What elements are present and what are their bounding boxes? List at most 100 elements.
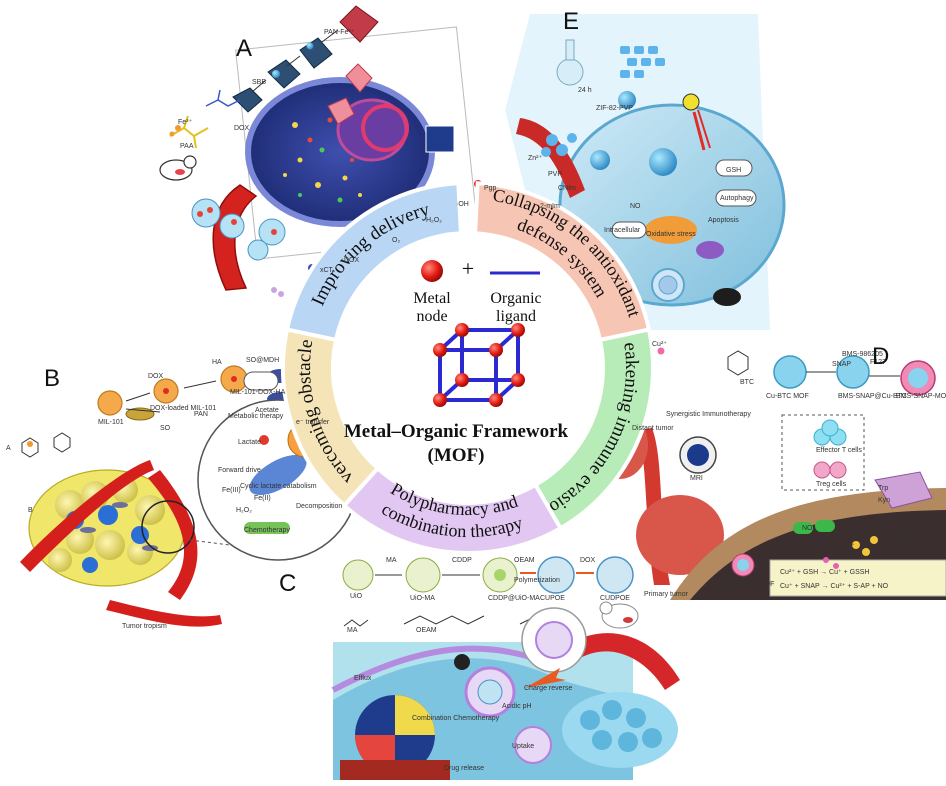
panel-e-label: Oxidative stress xyxy=(646,231,696,238)
panel-a-label: DOX xyxy=(234,125,250,132)
panel-e-label: GSH xyxy=(726,167,741,174)
panel-b-label: DOX xyxy=(148,373,164,380)
panel-c-label: Charge reverse xyxy=(524,685,572,692)
panel-b-label: Fe(II) xyxy=(254,495,271,502)
panel-d-label: NO xyxy=(802,525,813,532)
panel-d-label: BTC xyxy=(740,379,754,386)
panel-c-label: OEAM xyxy=(416,627,437,634)
panel-d-label: Cu⁺ xyxy=(842,543,855,550)
panel-d-label: Effector T cells xyxy=(816,447,862,454)
panel-d-label: F127 xyxy=(870,359,886,366)
panel-d-label: Synergistic Immunotherapy xyxy=(666,411,751,418)
panel-c-label: OEAM xyxy=(514,557,535,564)
panel-b-label: Tumor tropism xyxy=(122,623,167,630)
panel-b-label: DOX-loaded MIL-101 xyxy=(150,405,216,412)
panel-e-label: 24 h xyxy=(578,87,592,94)
ring-segment xyxy=(284,181,464,343)
panel-c-label: CDDP xyxy=(452,557,472,564)
panel-d-label: Kyn xyxy=(878,497,890,504)
panel-label-e: E xyxy=(563,8,580,35)
panel-b-label: H₂O₂ xyxy=(236,507,252,514)
panel-b-label: Metabolic therapy xyxy=(228,413,284,420)
panel-b-label: Chemotherapy xyxy=(244,527,290,534)
panel-b-label: HA xyxy=(212,359,222,366)
panel-d-label: IDO inhibition xyxy=(878,535,920,542)
panel-a-label: PAA xyxy=(180,143,194,150)
panel-c-label: DOX xyxy=(580,557,596,564)
panel-b-label: Acetate xyxy=(255,407,279,414)
panel-c-label: CUPOE xyxy=(540,595,565,602)
panel-label-a: A xyxy=(236,35,253,62)
panel-label-b: B xyxy=(44,365,61,392)
panel-b-label: MIL-101 xyxy=(98,419,124,426)
metal-node-icon xyxy=(421,260,443,282)
ring-center-disc xyxy=(335,235,601,501)
panel-b-label: Lactate xyxy=(238,439,261,446)
panel-a-label: O₂ xyxy=(392,237,400,244)
panel-d-label: Cu²⁺ + GSH → Cu⁺ + GSSH xyxy=(780,569,869,576)
panel-a-label: xCT xyxy=(320,267,334,274)
panel-c-label: CUDPOE xyxy=(600,595,630,602)
organic-ligand-label-l2: ligand xyxy=(496,308,536,325)
panel-a-label: DOX xyxy=(344,257,360,264)
panel-c-label: CDDP@UiO-MA xyxy=(488,595,540,602)
panel-a-label: H₂O₂ xyxy=(426,217,442,224)
panel-d-label: MRI xyxy=(690,475,703,482)
panel-d-label: Treg cells xyxy=(816,481,847,488)
panel-d-label: SNAP xyxy=(832,361,851,368)
mof-title-line2: (MOF) xyxy=(427,445,485,466)
metal-node-label: Metal node xyxy=(400,290,464,326)
organic-ligand-label-l1: Organic xyxy=(490,290,542,307)
panel-b-label: MIL-101-DOX-HA xyxy=(230,389,286,396)
panel-label-c: C xyxy=(279,570,297,597)
panel-d-label: BMS-SNAP-MOF xyxy=(896,393,946,400)
panel-b-label: PAN xyxy=(194,411,208,418)
panel-c-label: Uptake xyxy=(512,743,534,750)
ring-segment xyxy=(281,327,381,509)
mof-title-line1: Metal–Organic Framework xyxy=(343,421,569,442)
panel-a-label: Pgp xyxy=(484,185,497,192)
panel-b-label: SO xyxy=(160,425,171,432)
panel-e-label: Apoptosis xyxy=(708,217,739,224)
panel-d-label: BMS-SNAP@Cu-BTC xyxy=(838,393,907,400)
panel-label-d: D xyxy=(872,343,890,370)
panel-b-illustration xyxy=(20,365,359,627)
panel-c-illustration xyxy=(331,556,680,780)
panel-e-label: NO xyxy=(630,203,641,210)
panel-d-label: BMS-986205 xyxy=(842,351,883,358)
panel-c-label: UiO-MA xyxy=(410,595,435,602)
panel-a-label: ·OH xyxy=(456,201,469,208)
panel-d-label: Cu²⁺ xyxy=(652,341,667,348)
panel-a-illustration xyxy=(159,5,482,297)
panel-small-labels: Fe³⁺PAADOXSBBPAN-Fe³⁺DOXO₂H₂O₂·OHPgpxCTM… xyxy=(6,29,946,772)
panel-e-label: Zn²⁺ xyxy=(528,155,543,162)
panel-b-label: Cyclic lactate catabolism xyxy=(240,483,317,490)
panel-e-label: Autophagy xyxy=(720,195,754,202)
panel-b-label: A xyxy=(6,445,11,452)
panel-a-label: Fe³⁺ xyxy=(178,119,193,126)
panel-a-label: SBB xyxy=(252,79,266,86)
mof-title: Metal–Organic Framework (MOF) xyxy=(326,420,586,468)
panel-d-label: GSH xyxy=(808,541,823,548)
panel-c-label: Polymerization xyxy=(514,577,560,584)
panel-d-label: Distant tumor xyxy=(632,425,674,432)
panel-e-label: Intracellular xyxy=(604,227,641,234)
panel-b-label: Fe(III) xyxy=(222,487,241,494)
metal-node-label-l2: node xyxy=(416,308,448,325)
organic-ligand-label: Organic ligand xyxy=(484,290,548,326)
panel-b-label: Forward drive xyxy=(218,467,261,474)
panel-d-label: Cu-BTC MOF xyxy=(766,393,809,400)
panel-b-label: B xyxy=(28,507,33,514)
panel-b-label: Decomposition xyxy=(296,503,342,510)
panel-e-illustration xyxy=(505,14,786,330)
panel-c-label: MA xyxy=(347,627,358,634)
panel-d-label: BMS-SNAP-MOF xyxy=(720,581,774,588)
panel-d-label: Trp xyxy=(878,485,888,492)
panel-b-label: SO@MDH xyxy=(246,357,279,364)
panel-c-label: Acidic pH xyxy=(502,703,532,710)
panel-c-label: Efflux xyxy=(354,675,372,682)
panel-c-label: MA xyxy=(386,557,397,564)
panel-d-label: Cu⁺ + SNAP → Cu²⁺ + S-AP + NO xyxy=(780,583,889,590)
